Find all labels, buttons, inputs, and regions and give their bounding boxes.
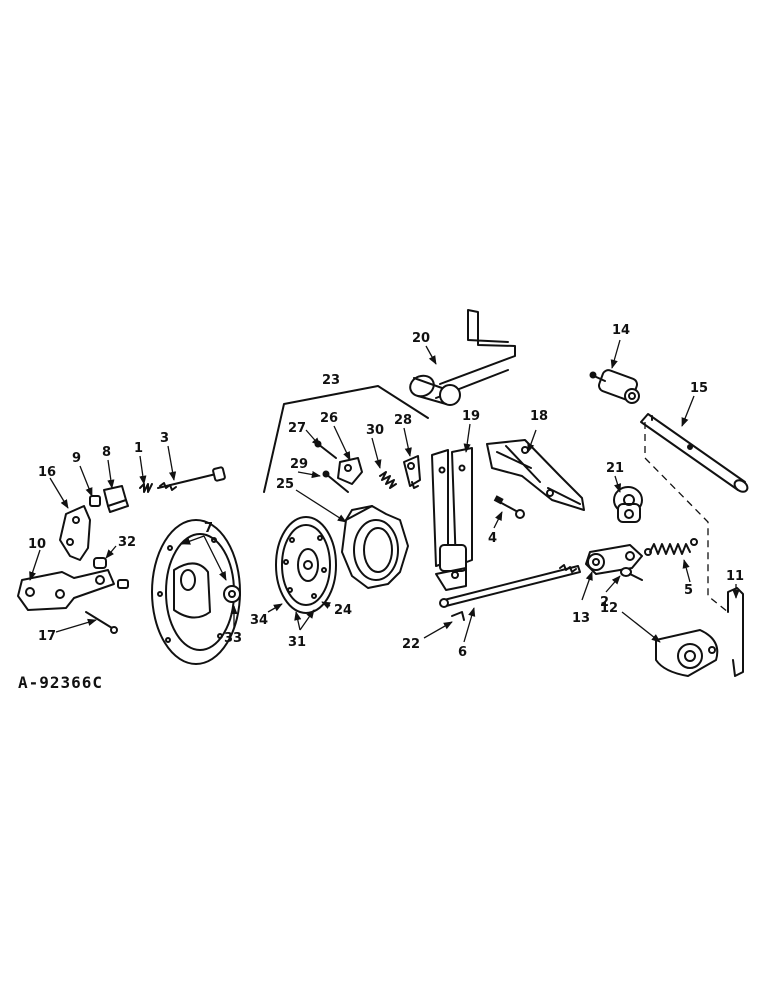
part-16-plate [59, 505, 91, 561]
callout-28: 28 [394, 413, 412, 428]
callout-5: 5 [684, 583, 693, 598]
callout-21: 21 [606, 461, 624, 476]
callout-12: 12 [600, 601, 618, 616]
callout-8: 8 [102, 445, 111, 460]
part-3-long-bolt [157, 466, 226, 491]
callout-9: 9 [72, 451, 81, 466]
callout-27: 27 [288, 421, 306, 436]
callout-3: 3 [160, 431, 169, 446]
callout-23: 23 [322, 373, 340, 388]
part-10-link-plate [17, 569, 115, 611]
callout-13: 13 [572, 611, 590, 626]
part-32-bushing [93, 557, 107, 569]
part-22-clip [451, 611, 465, 621]
part-20-crank-lever [409, 309, 516, 406]
part-24-clutch-disc [275, 516, 337, 614]
callout-10: 10 [28, 537, 46, 552]
part-30-spring [379, 471, 397, 489]
callout-30: 30 [366, 423, 384, 438]
part-12-cam-hub [655, 629, 719, 677]
part-2-pin [620, 567, 643, 581]
part-21-bushing [613, 486, 643, 523]
assembly-23-bracket [263, 385, 429, 493]
callout-11: 11 [726, 569, 744, 584]
callout-18: 18 [530, 409, 548, 424]
callout-34: 34 [250, 613, 268, 628]
callout-32: 32 [118, 535, 136, 550]
part-25-pressure-plate [341, 505, 409, 589]
callout-22: 22 [402, 637, 420, 652]
callout-24: 24 [334, 603, 352, 618]
callout-31: 31 [288, 635, 306, 650]
callout-20: 20 [412, 331, 430, 346]
part-15-rod [640, 413, 749, 493]
callout-29: 29 [290, 457, 308, 472]
part-9-nut [89, 495, 101, 507]
part-6-long-rod [439, 564, 581, 608]
callout-2: 2 [600, 595, 609, 610]
part-29-pin [322, 470, 349, 493]
callout-6: 6 [458, 645, 467, 660]
callout-7: 7 [204, 521, 213, 536]
callout-14: 14 [612, 323, 630, 338]
part-11-hook-rod [644, 422, 744, 677]
callout-19: 19 [462, 409, 480, 424]
part-4-bolt [493, 495, 525, 519]
part-28-eyebolt [403, 455, 421, 489]
part-5-spring [644, 538, 698, 556]
part-33-bearing [223, 585, 241, 603]
callout-4: 4 [488, 531, 497, 546]
callout-16: 16 [38, 465, 56, 480]
callout-15: 15 [690, 381, 708, 396]
callout-labels: 1 2 3 4 5 6 7 8 9 10 11 12 13 14 15 16 1… [28, 323, 744, 660]
part-14-clevis [589, 369, 640, 404]
part-17-pin [85, 611, 118, 634]
callout-25: 25 [276, 477, 294, 492]
part-18-bracket [486, 439, 585, 511]
callout-33: 33 [224, 631, 242, 646]
callout-1: 1 [134, 441, 143, 456]
drawing-reference: A-92366C [18, 673, 103, 692]
leader-lines [29, 339, 740, 643]
part-19-vertical-arm [431, 447, 473, 591]
part-26-release-lever [337, 457, 363, 485]
callout-26: 26 [320, 411, 338, 426]
part-13-lever-arm [585, 544, 643, 575]
part-8-block [103, 485, 129, 513]
part-1-spring [139, 483, 153, 493]
callout-17: 17 [38, 629, 56, 644]
part-roller [117, 579, 129, 589]
